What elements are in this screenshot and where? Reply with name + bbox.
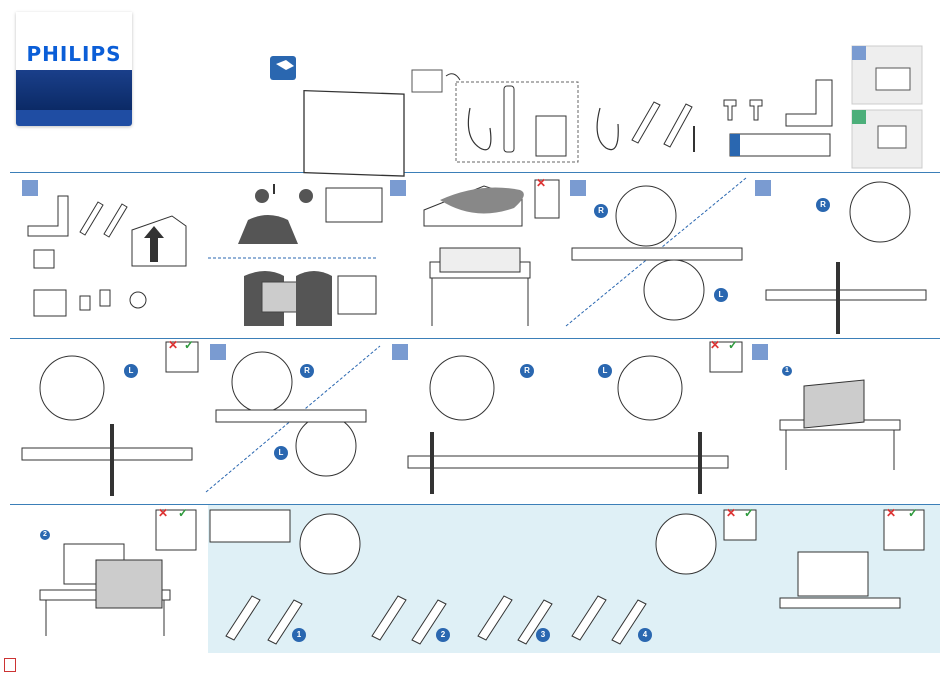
right-marker: R	[300, 364, 314, 378]
step-number: 4	[638, 628, 652, 642]
left-marker: L	[714, 288, 728, 302]
right-marker: R	[816, 198, 830, 212]
correct-icon: ✓	[728, 338, 738, 352]
left-marker: L	[124, 364, 138, 378]
step-number: 1	[782, 366, 792, 376]
left-marker: L	[274, 446, 288, 460]
unbox-icon	[270, 56, 296, 80]
incorrect-icon: ✕	[158, 506, 168, 520]
step-number: 2	[436, 628, 450, 642]
correct-icon: ✓	[908, 506, 918, 520]
incorrect-icon: ✕	[726, 506, 736, 520]
step-number: 2	[40, 530, 50, 540]
incorrect-icon: ✕	[710, 338, 720, 352]
incorrect-icon: ✕	[886, 506, 896, 520]
incorrect-icon: ✕	[168, 338, 178, 352]
left-marker: L	[598, 364, 612, 378]
incorrect-icon: ✕	[536, 176, 546, 190]
tv-screen-illustration	[304, 91, 404, 176]
pdf-icon	[4, 658, 16, 672]
correct-icon: ✓	[184, 338, 194, 352]
right-marker: R	[520, 364, 534, 378]
step-number: 1	[292, 628, 306, 642]
right-marker: R	[594, 204, 608, 218]
step-number: 3	[536, 628, 550, 642]
correct-icon: ✓	[744, 506, 754, 520]
badge	[852, 110, 866, 124]
correct-icon: ✓	[178, 506, 188, 520]
badge	[852, 46, 866, 60]
